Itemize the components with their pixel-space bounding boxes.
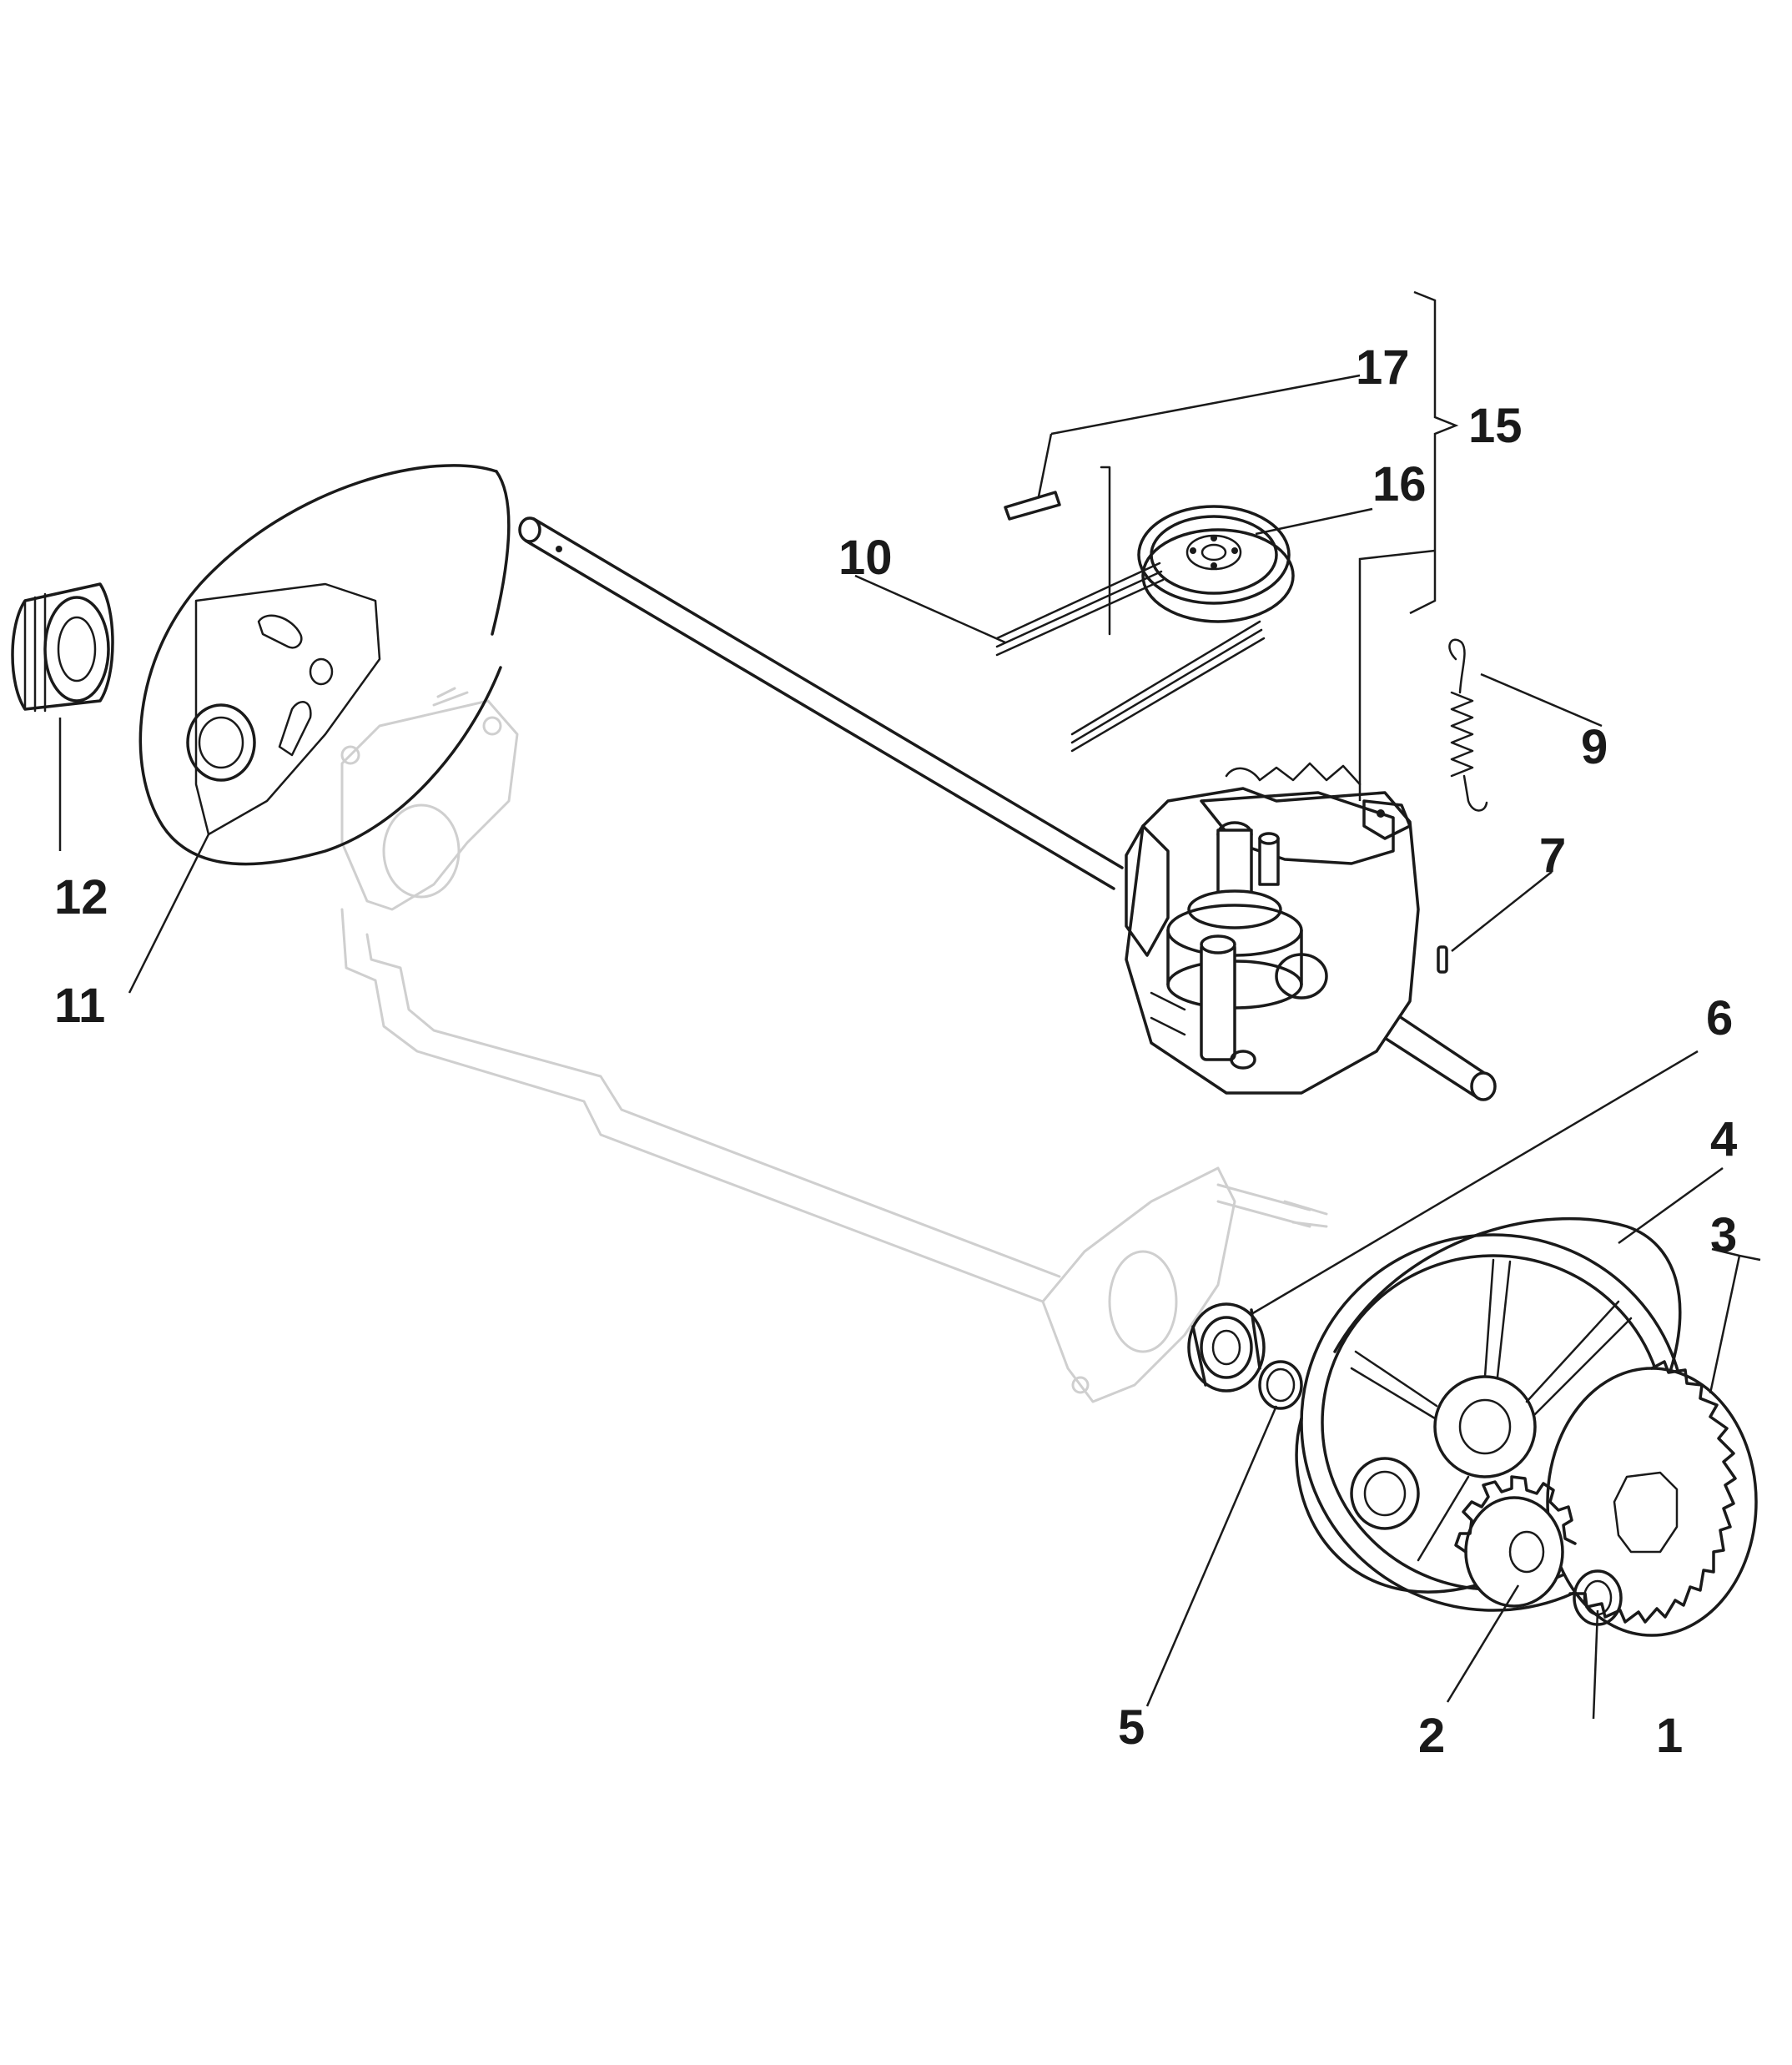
callout-16: 16 — [1372, 457, 1427, 511]
pinion-gear-part-2 — [1454, 1475, 1577, 1608]
callout-labels: 1 2 3 4 5 6 7 9 10 11 12 15 16 17 — [54, 340, 1737, 1763]
callout-7: 7 — [1539, 829, 1566, 883]
callout-10: 10 — [838, 531, 893, 585]
circlip-part-5 — [1258, 1360, 1303, 1410]
callout-1: 1 — [1656, 1709, 1683, 1763]
callout-12: 12 — [54, 870, 108, 924]
ghost-chassis-frame — [340, 687, 1328, 1403]
pinion-bushing-part-12 — [11, 582, 114, 713]
roll-pin-part-17 — [1004, 491, 1061, 521]
dowel-pin-part-7 — [1437, 945, 1448, 974]
callout-9: 9 — [1581, 720, 1608, 774]
callout-5: 5 — [1118, 1700, 1145, 1755]
wheel-housing-part-4 — [1295, 1216, 1687, 1612]
leader-lines — [58, 290, 1761, 1720]
callout-6: 6 — [1706, 991, 1733, 1045]
bearing-part-6 — [1187, 1302, 1266, 1393]
wheel-cover-part-11 — [138, 464, 511, 866]
callout-2: 2 — [1418, 1709, 1445, 1763]
callout-11: 11 — [54, 979, 105, 1033]
callout-4: 4 — [1710, 1112, 1737, 1166]
callout-17: 17 — [1356, 340, 1410, 395]
callout-3: 3 — [1710, 1208, 1737, 1262]
pulley-part-16 — [1137, 505, 1295, 623]
spring-part-9 — [1448, 638, 1488, 812]
drive-belt-part-10 — [995, 466, 1266, 753]
callout-15: 15 — [1468, 399, 1523, 453]
gearbox-assembly — [1125, 762, 1420, 1095]
drive-gear-part-3 — [1546, 1360, 1758, 1637]
